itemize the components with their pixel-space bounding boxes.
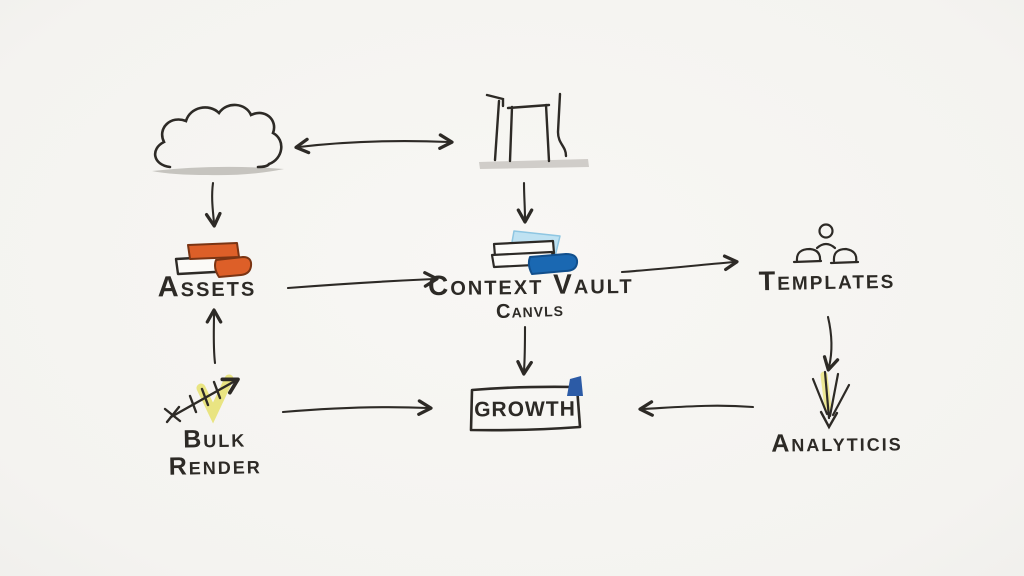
team-left-body [795,247,822,263]
building-right-wall [544,103,551,163]
connector-bulkrender-assets [205,308,223,365]
team-right-body [832,247,858,264]
bulk-render-tick2 [200,387,210,407]
bulk-render-tick3 [212,380,222,400]
growth-corner-flag [567,376,583,396]
connector-building-vault [516,181,534,224]
building-ground [479,159,589,169]
connector-cloud-building [294,133,454,155]
building-left-wall [508,105,514,163]
growth-label: GROWTH [474,397,576,422]
bulk-render-label-line2: Render [168,451,262,481]
team-center-head [818,223,834,239]
templates-label: Templates [758,263,896,297]
bulk-render-shaft [169,377,240,419]
bulk-render-icon [163,374,240,424]
analytics-line1 [811,377,829,416]
connector-assets-vault [286,271,439,290]
assets-book-orange-top [187,242,240,260]
assets-book-orange-right [214,256,253,278]
templates-team-icon [792,223,860,265]
cloud-outline [153,103,283,169]
bulk-render-label: Bulk Render [140,424,291,482]
team-left-base [792,259,823,264]
connector-analytics-growth [638,400,755,417]
analytics-line3 [828,372,840,418]
analytics-arrows-icon [811,370,851,430]
connector-templates-analytics [822,315,840,372]
analytics-line2 [823,370,831,420]
cloud-icon [152,103,284,176]
building-left-hook [485,93,505,108]
assets-label: Assets [157,270,257,304]
connector-bulkrender-growth [281,399,433,416]
team-center-shoulders [815,242,837,250]
team-right-base [829,260,860,265]
connector-vault-templates [620,254,739,274]
bulk-render-tick1 [188,394,198,414]
growth-box-outline [469,385,582,432]
vault-book-blue [527,253,579,275]
growth-box-icon [469,376,583,432]
analytics-label: Analyticis [771,428,903,458]
bulk-render-x2 [165,405,181,424]
connector-cloud-assets [204,181,222,228]
building-icon [479,92,589,169]
context-vault-books-icon [490,230,579,275]
bulk-render-label-line1: Bulk [182,424,247,454]
analytics-arrowhead [819,410,839,430]
building-left-stroke [493,99,501,162]
building-right-stroke [556,92,568,158]
building-top [506,103,551,110]
connectors [204,133,840,417]
assets-books-icon [174,242,253,278]
cloud-shadow [152,166,284,176]
analytics-line4 [831,383,851,417]
connector-vault-growth [516,325,533,376]
